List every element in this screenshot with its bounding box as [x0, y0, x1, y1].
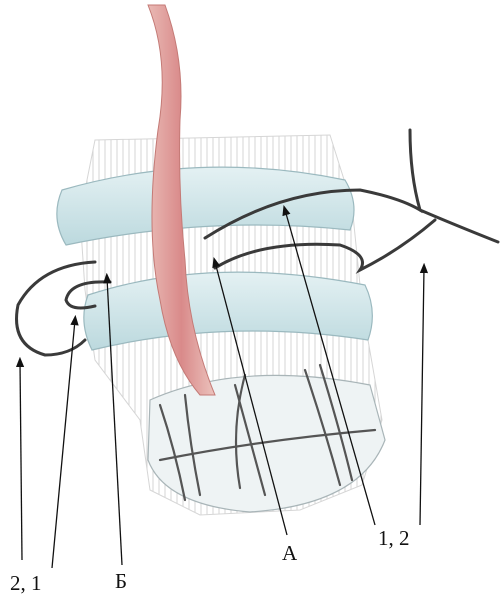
label-b: Б	[115, 569, 127, 593]
arrow-right-pair-2	[420, 268, 424, 525]
label-a: А	[282, 541, 298, 565]
arrow-left-pair-2	[20, 362, 22, 560]
label-left-pair: 2, 1	[10, 571, 42, 595]
arrow-left-pair-1	[52, 320, 75, 568]
label-right-pair: 1, 2	[378, 526, 410, 550]
